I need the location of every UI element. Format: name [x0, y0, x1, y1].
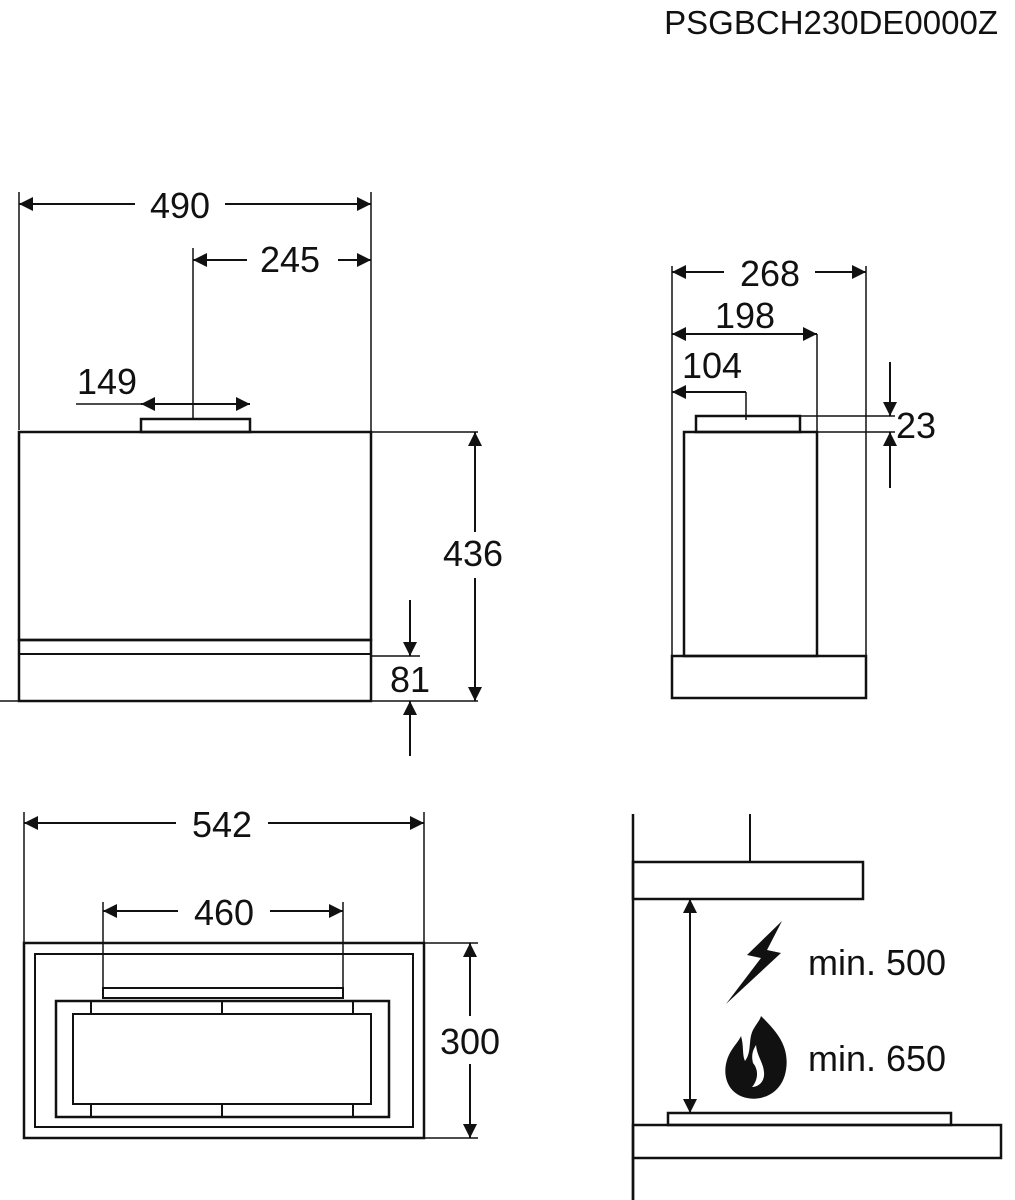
- side-body: [682, 430, 819, 658]
- dim-outlet-width-label: 149: [77, 361, 137, 402]
- dim-height-label: 436: [443, 533, 503, 574]
- dim-cutout-depth-label: 300: [440, 1021, 500, 1062]
- install-view: min. 500 min. 650: [631, 814, 1003, 1200]
- filter-frame: [54, 999, 391, 1119]
- front-view: 490 245 149 436 81: [0, 185, 503, 756]
- outlet: [139, 417, 252, 434]
- side-view: 268 198 104 23: [670, 253, 936, 700]
- dim-half-width-label: 245: [260, 239, 320, 280]
- model-code: PSGBCH230DE0000Z: [664, 4, 998, 41]
- dim-outer-width-label: 542: [192, 804, 252, 845]
- side-outlet: [694, 414, 802, 434]
- dim-outlet-height-label: 23: [896, 405, 936, 446]
- electric-clearance-label: min. 500: [808, 942, 946, 983]
- hood-body: [17, 430, 373, 642]
- hob: [666, 1111, 953, 1127]
- flame-icon: [725, 1016, 787, 1099]
- side-base: [670, 654, 868, 700]
- dim-inner-width-label: 460: [194, 892, 254, 933]
- cutout-view: 542 460 300: [22, 804, 500, 1140]
- gas-clearance-label: min. 650: [808, 1038, 946, 1079]
- dim-width-label: 490: [150, 185, 210, 226]
- hood-base: [17, 638, 373, 703]
- cutout-outer-frame: [22, 941, 426, 1140]
- install-hood: [631, 860, 865, 901]
- lightning-icon: [726, 921, 782, 1004]
- cutout-slot: [102, 987, 344, 999]
- dim-base-height-label: 81: [390, 659, 430, 700]
- dim-depth-label: 268: [740, 253, 800, 294]
- countertop: [631, 1123, 1003, 1160]
- dim-outlet-depth-label: 198: [715, 295, 775, 336]
- dim-outlet-size-label: 104: [682, 345, 742, 386]
